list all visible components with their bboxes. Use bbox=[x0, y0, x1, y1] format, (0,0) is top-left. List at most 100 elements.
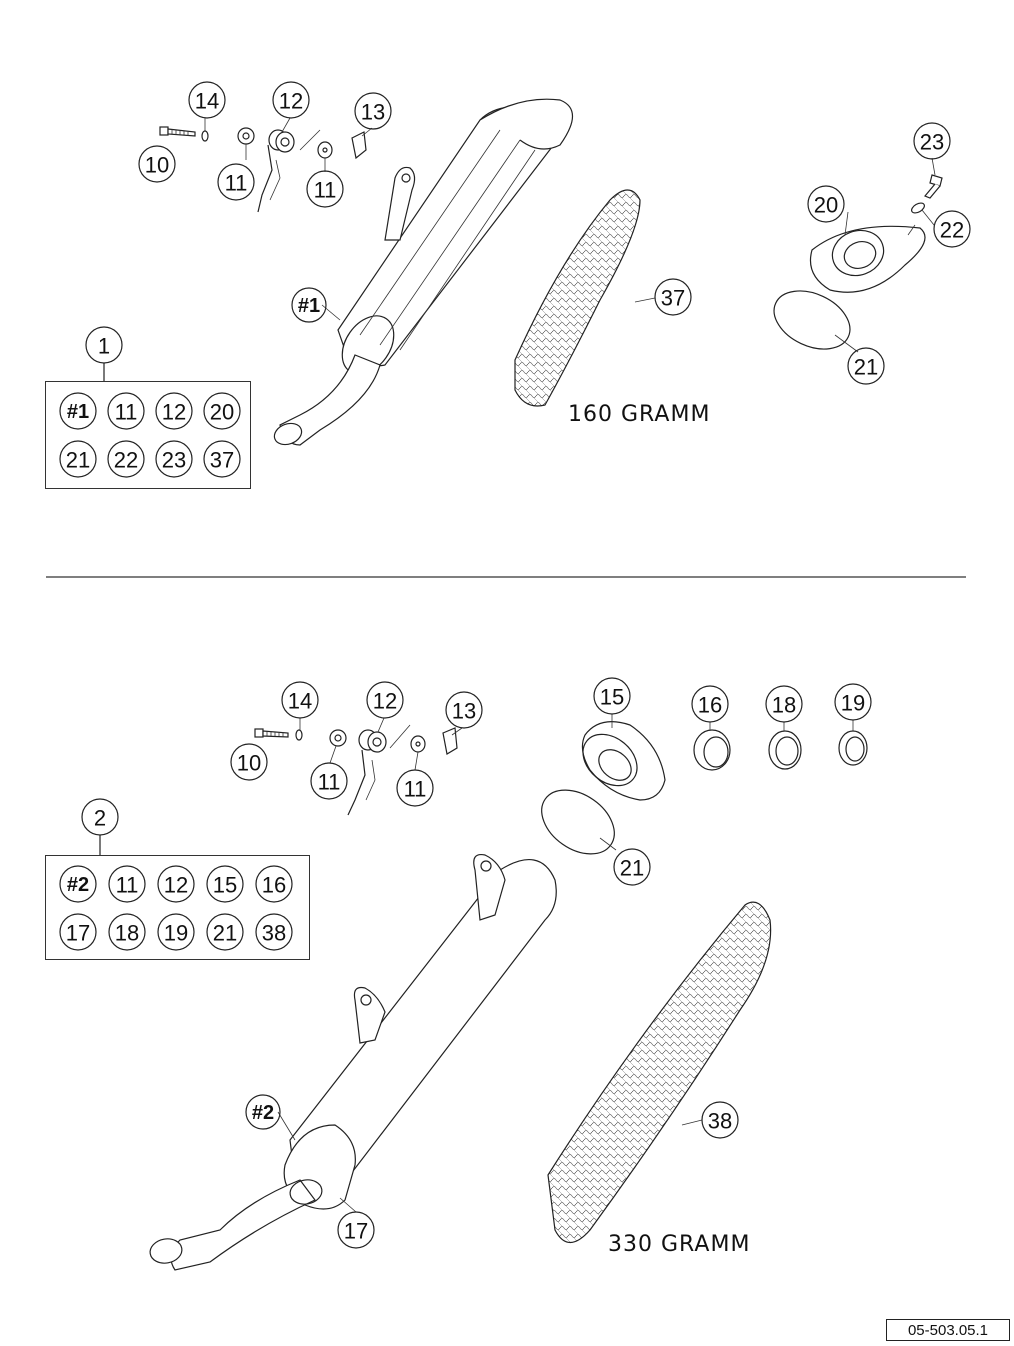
kit-1-box bbox=[45, 381, 251, 489]
kit-item-label: 17 bbox=[66, 921, 90, 946]
kit-item-circle bbox=[157, 913, 195, 951]
callout-10-b: 10 bbox=[230, 743, 268, 781]
callout-37: 37 bbox=[654, 278, 692, 316]
svg-text:11: 11 bbox=[318, 770, 341, 795]
kit-item-11: 11 bbox=[108, 865, 146, 903]
svg-text:37: 37 bbox=[661, 286, 685, 311]
kit-item-circle bbox=[59, 865, 97, 903]
kit-item-label: #1 bbox=[67, 401, 89, 423]
svg-text:16: 16 bbox=[698, 693, 722, 718]
svg-text:14: 14 bbox=[195, 89, 219, 114]
kit-item-17: 17 bbox=[59, 913, 97, 951]
kit-item-label: 37 bbox=[210, 448, 234, 473]
clip-part-13-b bbox=[442, 727, 458, 755]
svg-text:13: 13 bbox=[361, 100, 385, 125]
svg-text:14: 14 bbox=[288, 689, 312, 714]
kit-item-18: 18 bbox=[108, 913, 146, 951]
gasket-part-21-b bbox=[541, 789, 615, 855]
silencer-part-1 bbox=[273, 98, 574, 446]
kit-item-label: 18 bbox=[115, 921, 139, 946]
washer-part-22 bbox=[911, 202, 925, 214]
grommet-part-12 bbox=[257, 129, 321, 213]
spacer-part-11a-b bbox=[329, 729, 347, 747]
kit-item-circle bbox=[155, 440, 193, 478]
leader-lines-bottom bbox=[277, 714, 854, 1213]
kit-item-label: 12 bbox=[162, 400, 186, 425]
callout-14: 14 bbox=[188, 81, 226, 119]
kit-item-label: 16 bbox=[262, 873, 286, 898]
kit-item-22: 22 bbox=[107, 440, 145, 478]
callout-17: 17 bbox=[337, 1211, 375, 1249]
kit-item-circle bbox=[59, 392, 97, 430]
kit-item-circle bbox=[255, 913, 293, 951]
callout-11a: 11 bbox=[217, 163, 255, 201]
kit-item-20: 20 bbox=[203, 392, 241, 430]
kit-item-23: 23 bbox=[155, 440, 193, 478]
svg-text:21: 21 bbox=[620, 856, 644, 881]
svg-text:18: 18 bbox=[772, 693, 796, 718]
svg-text:11: 11 bbox=[225, 171, 248, 196]
spacer-part-11a bbox=[237, 127, 255, 145]
svg-text:20: 20 bbox=[814, 193, 838, 218]
kit-item-circle bbox=[206, 865, 244, 903]
kit-item-label: 38 bbox=[262, 921, 286, 946]
kit-item-12: 12 bbox=[157, 865, 195, 903]
kit-item-circle bbox=[108, 913, 146, 951]
washer-part-14-b bbox=[295, 729, 303, 741]
callout-11b: 11 bbox=[306, 170, 344, 208]
kit-item-label: 21 bbox=[213, 921, 237, 946]
ring-part-16 bbox=[693, 729, 731, 771]
kit-2-box bbox=[45, 855, 310, 960]
kit-number-2: 2 bbox=[81, 798, 119, 855]
ring-part-19 bbox=[838, 730, 868, 766]
kit-item-label: 12 bbox=[164, 873, 188, 898]
svg-text:10: 10 bbox=[145, 153, 169, 178]
kit-item-circle bbox=[203, 392, 241, 430]
svg-text:22: 22 bbox=[940, 218, 964, 243]
kit-item-label: 11 bbox=[115, 400, 138, 425]
kit-item-label: 21 bbox=[66, 448, 90, 473]
svg-text:23: 23 bbox=[920, 130, 944, 155]
kit-1-contents-grid: #1 11 12 20 21 22 23 37 bbox=[59, 392, 241, 478]
kit-item-12: 12 bbox=[155, 392, 193, 430]
svg-text:2: 2 bbox=[94, 806, 106, 831]
callout-19: 19 bbox=[834, 683, 872, 721]
svg-text:21: 21 bbox=[854, 355, 878, 380]
callout-main-1: #1 bbox=[291, 287, 327, 323]
weight-note-330: 330 GRAMM bbox=[608, 1232, 750, 1257]
kit-item-circle bbox=[107, 392, 145, 430]
svg-text:#1: #1 bbox=[298, 295, 320, 317]
kit-item-label: 19 bbox=[164, 921, 188, 946]
callout-13: 13 bbox=[354, 92, 392, 130]
kit-item-37: 37 bbox=[203, 440, 241, 478]
weight-note-160: 160 GRAMM bbox=[568, 402, 710, 427]
kit-item-38: 38 bbox=[255, 913, 293, 951]
svg-text:11: 11 bbox=[314, 178, 337, 203]
callout-15: 15 bbox=[593, 677, 631, 715]
callout-23: 23 bbox=[913, 122, 951, 160]
callout-16: 16 bbox=[691, 685, 729, 723]
silencer-part-2 bbox=[149, 853, 557, 1271]
svg-text:#2: #2 bbox=[252, 1102, 274, 1124]
svg-text:12: 12 bbox=[373, 689, 397, 714]
callout-14-b: 14 bbox=[281, 681, 319, 719]
svg-text:13: 13 bbox=[452, 699, 476, 724]
drawing-id: 05-503.05.1 bbox=[886, 1319, 1010, 1341]
kit-item-circle bbox=[107, 440, 145, 478]
callout-11b-b: 11 bbox=[396, 769, 434, 807]
screw-part-10-b bbox=[254, 728, 289, 738]
svg-text:19: 19 bbox=[841, 691, 865, 716]
callout-22: 22 bbox=[933, 210, 971, 248]
svg-text:38: 38 bbox=[708, 1109, 732, 1134]
clip-part-13 bbox=[351, 131, 367, 160]
packing-part-38 bbox=[547, 901, 772, 1244]
callout-11a-b: 11 bbox=[310, 762, 348, 800]
kit-item-label: #2 bbox=[67, 874, 89, 896]
callout-12-b: 12 bbox=[366, 681, 404, 719]
callout-20: 20 bbox=[807, 185, 845, 223]
kit-item-circle bbox=[59, 913, 97, 951]
callout-10: 10 bbox=[138, 145, 176, 183]
kit-item-circle bbox=[59, 440, 97, 478]
end-cap-part-20 bbox=[809, 224, 926, 293]
